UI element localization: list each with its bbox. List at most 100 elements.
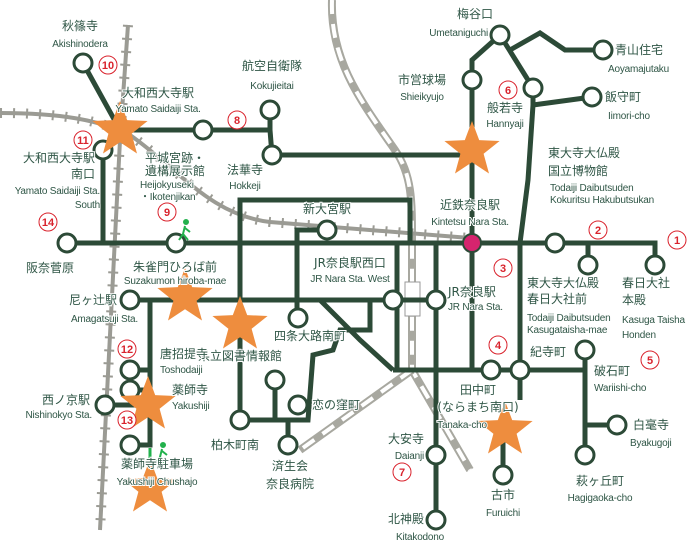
- route-number-text: 2: [595, 225, 601, 237]
- bus-stop-jr-nara[interactable]: [425, 289, 447, 311]
- route-number-text: 14: [42, 217, 55, 229]
- star-icon: [92, 101, 148, 154]
- bus-stop-kasuga-honden[interactable]: [644, 254, 666, 276]
- bus-stop-yakushiji-parking[interactable]: [119, 434, 141, 456]
- route-number-text: 12: [121, 344, 133, 356]
- bus-stop-saiseikai[interactable]: [277, 434, 299, 456]
- bus-stop-hannasugahara[interactable]: [56, 232, 78, 254]
- route-number-badge: 1: [667, 230, 687, 250]
- route-number-text: 4: [495, 340, 502, 352]
- bus-stop-nishinokyo[interactable]: [94, 394, 116, 416]
- stop-label-kasuga-honden-jp2: 本殿: [622, 293, 646, 307]
- stop-label-umetaniguchi-jp: 梅谷口: [457, 6, 493, 21]
- stop-label-wariishi-en: Wariishi-cho: [594, 383, 647, 394]
- stop-label-amagatsuji-jp: 尼ヶ辻駅: [69, 293, 117, 307]
- stop-label-yakushiji-en: Yakushiji: [172, 401, 209, 412]
- stop-label-toshodaiji-en: Toshodaiji: [160, 365, 202, 376]
- bus-stop-byakugoji[interactable]: [606, 414, 628, 436]
- bus-stop-daianji[interactable]: [425, 444, 447, 466]
- stop-label-yakushiji-parking-en: Yakushiji Chushajo: [117, 477, 198, 488]
- stop-label-umetaniguchi-en: Umetaniguchi: [429, 28, 488, 39]
- bus-stop-shijo[interactable]: [287, 307, 309, 329]
- route-aoyama: [508, 30, 603, 53]
- stop-label-heijo-en2: ・Ikotenjikan: [140, 192, 195, 203]
- stop-label-todaiji-kasuga-en2: Kasugataisha-mae: [527, 325, 608, 336]
- bus-stop-yamato-saidaiji-sta[interactable]: [192, 119, 214, 141]
- bus-stop-umetaniguchi[interactable]: [489, 24, 511, 46]
- route-number-text: 1: [674, 235, 680, 247]
- stop-label-kiderachou-jp: 紀寺町: [530, 345, 566, 359]
- stop-label-hannyaji-en: Hannyaji: [486, 119, 523, 130]
- bus-stop-hannyaji[interactable]: [522, 77, 544, 99]
- route-number-badge: 11: [73, 130, 93, 150]
- bus-stop-kokujieitai[interactable]: [259, 99, 281, 121]
- bus-stop-shieikyujo[interactable]: [461, 69, 483, 91]
- stop-label-tanaka-en: Tanaka-cho: [437, 420, 487, 431]
- star-icon: [122, 459, 178, 512]
- stop-label-kokujieitai-jp: 航空自衛隊: [242, 58, 302, 73]
- bus-stop-todaiji-kasuga[interactable]: [577, 254, 599, 276]
- stop-label-koinokubo-jp: 恋の窪町: [312, 397, 360, 412]
- stop-label-amagatsuji-en: Amagatsuji Sta.: [71, 314, 138, 325]
- bus-stop-furuichi[interactable]: [492, 464, 514, 486]
- bus-stop-tanaka[interactable]: [480, 359, 502, 381]
- bus-stop-kiderachou[interactable]: [574, 339, 596, 361]
- route-number-text: 7: [399, 467, 405, 479]
- stop-label-tanaka-jp1: 田中町: [460, 382, 496, 397]
- star-icon: [120, 376, 176, 429]
- kintetsu-nara-station-marker[interactable]: [462, 233, 482, 253]
- stop-label-tanaka-jp2: (ならまち南口): [437, 399, 518, 414]
- route-number-text: 13: [121, 415, 133, 427]
- bus-stop-tanaka-2[interactable]: [509, 359, 531, 381]
- stop-label-jr-west-jp: JR奈良駅西口: [313, 255, 386, 270]
- route-number-text: 10: [102, 60, 114, 72]
- stop-label-byakugoji-jp: 白毫寺: [633, 417, 669, 432]
- stop-label-akishinodera-en: Akishinodera: [52, 39, 108, 50]
- bus-stop-akishinodera[interactable]: [72, 52, 94, 74]
- bus-stop-hagigaoka[interactable]: [574, 444, 596, 466]
- stop-label-todaiji-kasuga-jp1: 東大寺大仏殿: [527, 276, 599, 290]
- bus-stop-shinomiya[interactable]: [316, 219, 338, 241]
- stop-label-iimori-en: Iimori-cho: [608, 111, 651, 122]
- stop-label-aoyamajutaku-en: Aoyamajutaku: [608, 64, 669, 75]
- bus-stop-iimori[interactable]: [581, 86, 603, 108]
- stop-label-shieikyujo-jp: 市営球場: [398, 72, 446, 87]
- bus-stop-koinokubo[interactable]: [287, 394, 309, 416]
- stop-label-yamato-south-jp2: 南口: [71, 166, 95, 181]
- star-icon: [212, 296, 268, 349]
- stop-label-heijo-jp1: 平城宮跡・: [145, 150, 205, 165]
- stop-label-todaiji-jp2: 国立博物館: [548, 163, 608, 178]
- route-number-badge: 7: [392, 462, 412, 482]
- bus-stop-aoyamajutaku[interactable]: [592, 39, 614, 61]
- route-number-text: 9: [164, 207, 170, 219]
- stop-label-kasuga-honden-en2: Honden: [622, 330, 656, 341]
- bus-stop-jr-nara-west[interactable]: [382, 289, 404, 311]
- route-number-text: 6: [505, 85, 511, 97]
- route-number-badge: 3: [493, 258, 513, 278]
- stop-label-furuichi-en: Furuichi: [486, 508, 520, 519]
- bus-stop-amagatsuji[interactable]: [119, 289, 141, 311]
- stop-label-wariishi-jp: 破石町: [594, 363, 630, 378]
- stop-label-daianji-jp: 大安寺: [388, 431, 424, 446]
- stop-label-iimori-jp: 飯守町: [605, 89, 641, 104]
- bus-stop-kashiwagi[interactable]: [229, 409, 251, 431]
- stop-label-kashiwagi-jp: 柏木町南: [211, 437, 259, 452]
- stop-label-yamato-south-en1: Yamato Saidaiji Sta.: [15, 186, 100, 197]
- stop-label-suzakumon-jp: 朱雀門ひろば前: [133, 259, 217, 274]
- stop-label-yamato-south-jp1: 大和西大寺駅: [23, 151, 95, 165]
- stop-label-kintetsu-nara-jp: 近鉄奈良駅: [440, 197, 500, 212]
- stop-label-todaiji-jp1: 東大寺大仏殿: [548, 146, 620, 160]
- bus-stop-hokkeji[interactable]: [261, 144, 283, 166]
- bus-stop-kitakodono[interactable]: [425, 509, 447, 531]
- stop-label-jr-nara-en: JR Nara Sta.: [448, 302, 503, 313]
- bus-stop-todaiji-kokuritsu[interactable]: [544, 232, 566, 254]
- bus-stop-toshodaiji[interactable]: [119, 359, 141, 381]
- bus-stop-library-stop[interactable]: [264, 369, 286, 391]
- stop-label-kintetsu-nara-en: Kintetsu Nara Sta.: [431, 217, 509, 228]
- stop-label-yamato-saidaiji-jp: 大和西大寺駅: [122, 86, 194, 100]
- kintetsu-nara-line: [0, 111, 471, 240]
- stop-label-todaiji-kasuga-en1: Todaiji Daibutsuden: [527, 313, 610, 324]
- stop-label-yakushiji-parking-jp: 薬師寺駐車場: [121, 456, 193, 471]
